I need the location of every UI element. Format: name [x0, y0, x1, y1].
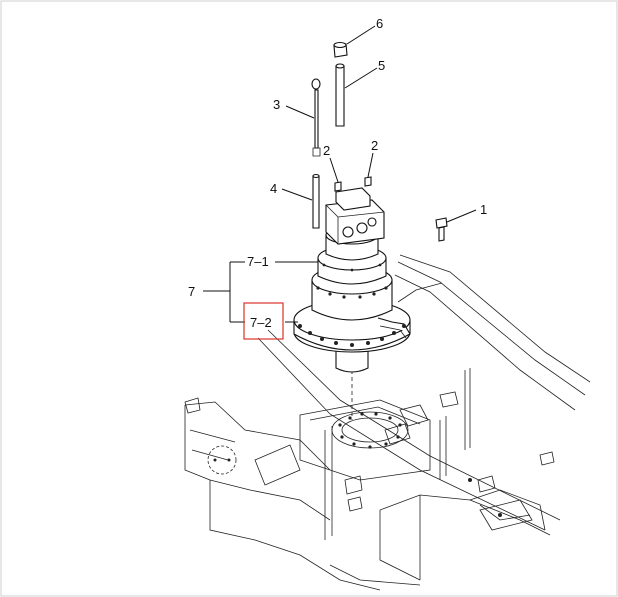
callout-1: 1	[480, 202, 487, 217]
callout-4: 4	[270, 181, 277, 196]
frame-structure	[184, 254, 591, 591]
highlight-box	[243, 302, 284, 340]
plug-part-2	[334, 176, 372, 192]
cap-part-6	[333, 41, 348, 58]
callout-2-right: 2	[371, 138, 378, 153]
callout-6: 6	[376, 16, 383, 31]
callout-2-left: 2	[323, 143, 330, 158]
motor-bolt-holes	[298, 263, 406, 347]
rod-part-5	[335, 63, 345, 127]
callout-7: 7	[188, 284, 195, 299]
leader-lines	[203, 25, 477, 323]
pipe-part-4	[312, 173, 320, 229]
swing-motor-assembly	[293, 187, 443, 373]
frame-bolts	[213, 412, 502, 517]
bolt-part-1	[435, 217, 448, 242]
level-gauge-part-3	[311, 78, 321, 157]
callout-5: 5	[378, 58, 385, 73]
callout-7-2: 7–2	[250, 315, 272, 330]
callout-7-1: 7–1	[247, 254, 269, 269]
callout-3: 3	[273, 97, 280, 112]
